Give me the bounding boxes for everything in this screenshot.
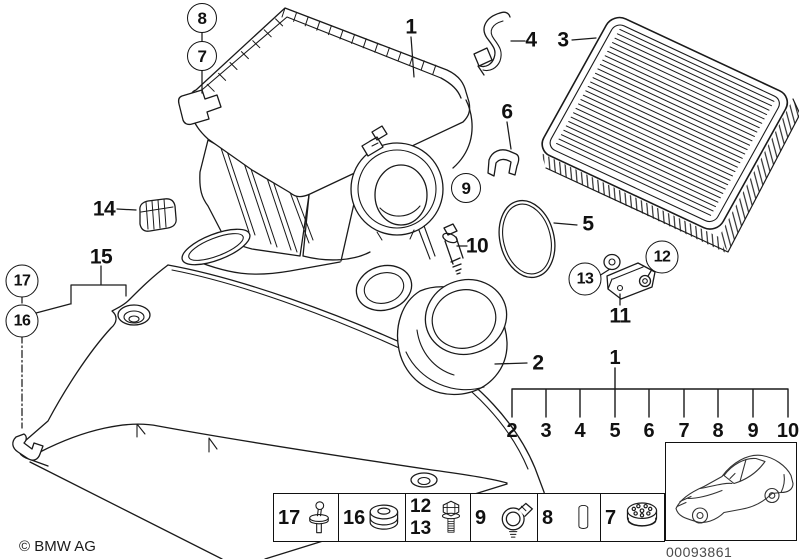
tree-child-7[interactable]: 7 bbox=[678, 420, 690, 442]
callout-11[interactable]: 11 bbox=[609, 304, 631, 328]
callout-7[interactable]: 7 bbox=[187, 41, 217, 71]
callout-15[interactable]: 15 bbox=[89, 245, 113, 269]
copyright-notice: © BMW AG bbox=[19, 538, 96, 555]
rubber-grommet-icon bbox=[369, 504, 399, 530]
callout-17[interactable]: 17 bbox=[5, 264, 39, 298]
vehicle-thumbnail[interactable] bbox=[665, 442, 797, 541]
callout-4[interactable]: 4 bbox=[525, 28, 537, 52]
part-o-ring-5 bbox=[498, 199, 556, 279]
tree-parent-1[interactable]: 1 bbox=[609, 347, 621, 369]
callout-3[interactable]: 3 bbox=[557, 28, 569, 52]
expanding-rivet-icon bbox=[309, 500, 329, 533]
callout-13[interactable]: 13 bbox=[568, 262, 602, 296]
callout-9[interactable]: 9 bbox=[451, 173, 481, 203]
part-clip-16 bbox=[12, 433, 44, 461]
spacer-sleeve-icon bbox=[578, 504, 589, 529]
part-intake-boot bbox=[396, 278, 508, 396]
legend-item-12-13[interactable]: 12 13 bbox=[406, 494, 471, 541]
hose-clamp-icon bbox=[501, 502, 534, 538]
part-bracket-78 bbox=[177, 89, 222, 126]
part-filter-element bbox=[541, 16, 799, 253]
part-bracket-11 bbox=[603, 253, 656, 300]
hex-bolt-icon bbox=[441, 500, 461, 533]
legend-item-16[interactable]: 16 bbox=[339, 494, 406, 541]
part-sensor-10 bbox=[442, 223, 464, 275]
callout-12[interactable]: 12 bbox=[645, 240, 679, 274]
part-holder-clip-4 bbox=[473, 11, 511, 76]
callout-16[interactable]: 16 bbox=[5, 304, 39, 338]
leader-lines bbox=[21, 31, 655, 429]
tree-child-5[interactable]: 5 bbox=[609, 420, 621, 442]
legend-item-7[interactable]: 7 bbox=[601, 494, 664, 541]
tree-child-3[interactable]: 3 bbox=[540, 420, 552, 442]
tree-child-2[interactable]: 2 bbox=[506, 420, 518, 442]
diagram-image-number: 00093861 bbox=[666, 544, 733, 559]
callout-8[interactable]: 8 bbox=[187, 3, 217, 33]
callout-14[interactable]: 14 bbox=[92, 197, 116, 221]
part-clamp-ring bbox=[350, 125, 444, 241]
callout-10[interactable]: 10 bbox=[465, 234, 489, 258]
index-tree-lines bbox=[511, 367, 789, 418]
part-housing-base bbox=[181, 139, 436, 312]
legend-item-9[interactable]: 9 bbox=[471, 494, 538, 541]
tree-child-8[interactable]: 8 bbox=[712, 420, 724, 442]
tree-child-6[interactable]: 6 bbox=[643, 420, 655, 442]
part-buffer-14 bbox=[139, 198, 177, 232]
fastener-legend: 17 16 12 13 9 bbox=[273, 493, 665, 542]
tree-child-10[interactable]: 10 bbox=[776, 420, 799, 442]
callout-6[interactable]: 6 bbox=[501, 100, 513, 124]
legend-item-17[interactable]: 17 bbox=[274, 494, 339, 541]
rubber-buffer-icon bbox=[626, 501, 658, 527]
car-silhouette-icon bbox=[675, 454, 794, 524]
part-holder-clip-6 bbox=[487, 149, 520, 177]
tree-child-4[interactable]: 4 bbox=[574, 420, 586, 442]
legend-item-8[interactable]: 8 bbox=[538, 494, 601, 541]
callout-5[interactable]: 5 bbox=[582, 212, 594, 236]
callout-2[interactable]: 2 bbox=[532, 351, 544, 375]
tree-child-9[interactable]: 9 bbox=[747, 420, 759, 442]
callout-1[interactable]: 1 bbox=[405, 15, 417, 39]
